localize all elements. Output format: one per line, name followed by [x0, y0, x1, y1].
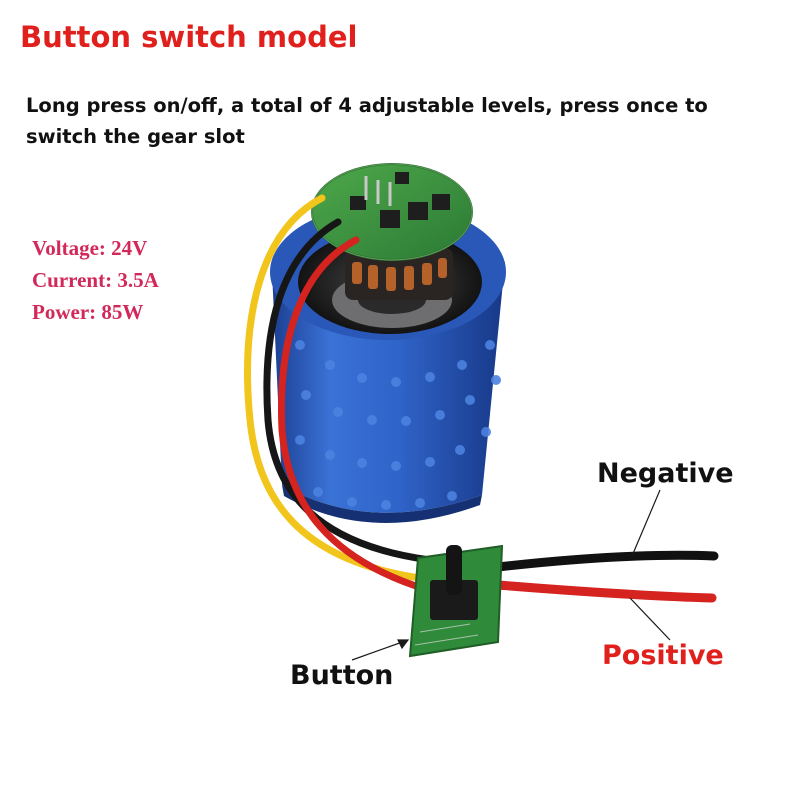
- label-negative: Negative: [597, 458, 734, 489]
- motor-wires: [244, 194, 434, 594]
- page-title: Button switch model: [20, 20, 358, 54]
- spec-power: Power: 85W: [32, 300, 144, 324]
- spec-current: Current: 3.5A: [32, 268, 159, 292]
- spec-voltage: Voltage: 24V: [32, 236, 148, 260]
- product-description: Long press on/off, a total of 4 adjustab…: [26, 94, 708, 148]
- controller-pcb: [311, 163, 473, 261]
- label-pointers: [351, 489, 671, 661]
- label-positive: Positive: [602, 640, 724, 671]
- label-button: Button: [290, 660, 394, 691]
- motor-windings: [345, 248, 453, 300]
- switch-board: [408, 544, 504, 658]
- spec-list: Voltage: 24V Current: 3.5A Power: 85W: [32, 232, 159, 328]
- output-wires: [493, 550, 719, 603]
